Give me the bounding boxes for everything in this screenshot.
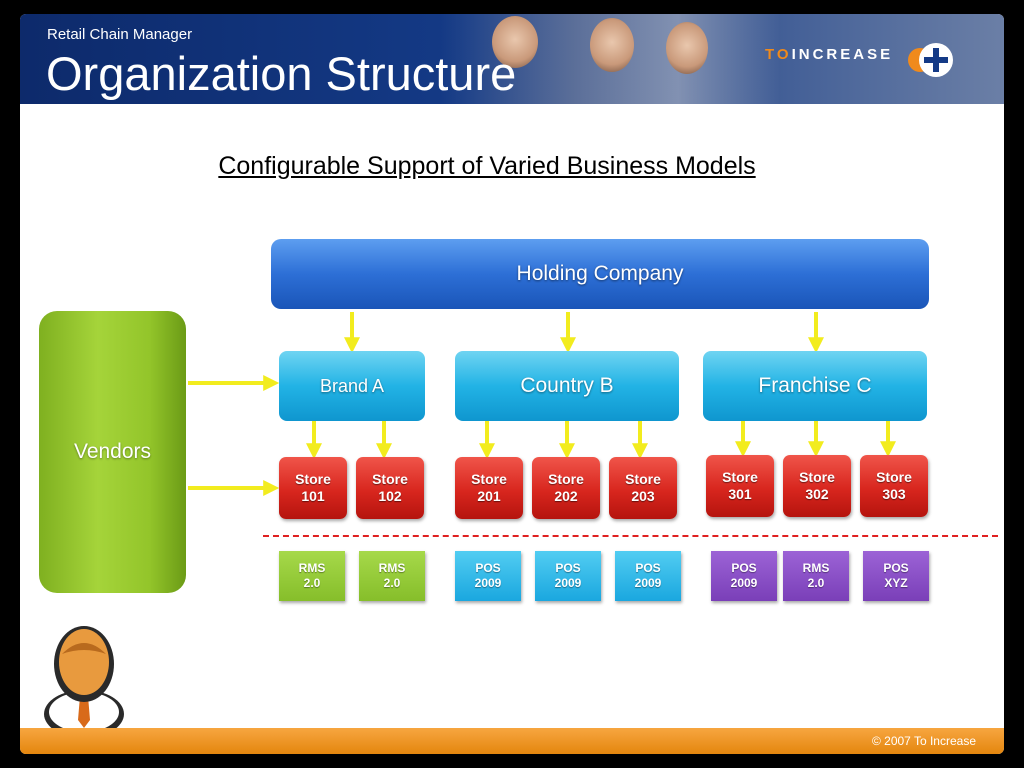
divider-dashed-line — [263, 535, 998, 537]
slide-subtitle: Configurable Support of Varied Business … — [218, 152, 756, 180]
footer-bar: © 2007 To Increase — [20, 728, 1004, 754]
slide: Retail Chain Manager Organization Struct… — [20, 14, 1004, 754]
logo-plus-icon — [908, 43, 953, 77]
connector-arrows — [188, 312, 896, 496]
company-logo: TOINCREASE — [765, 46, 894, 63]
app-name: Retail Chain Manager — [47, 26, 193, 43]
copyright-text: © 2007 To Increase — [871, 734, 976, 748]
person-photo-icon — [666, 22, 708, 74]
person-photo-icon — [492, 16, 538, 68]
header-photo — [440, 14, 780, 104]
brand-a-box: Brand A — [279, 351, 425, 421]
page-title: Organization Structure — [46, 47, 517, 100]
holding-company-box: Holding Company — [271, 239, 929, 309]
user-avatar-icon — [44, 626, 124, 738]
vendors-box: Vendors — [39, 311, 186, 593]
person-photo-icon — [590, 18, 634, 72]
franchise-c-box: Franchise C — [703, 351, 927, 421]
header-banner: Retail Chain Manager Organization Struct… — [20, 14, 1004, 104]
country-b-box: Country B — [455, 351, 679, 421]
